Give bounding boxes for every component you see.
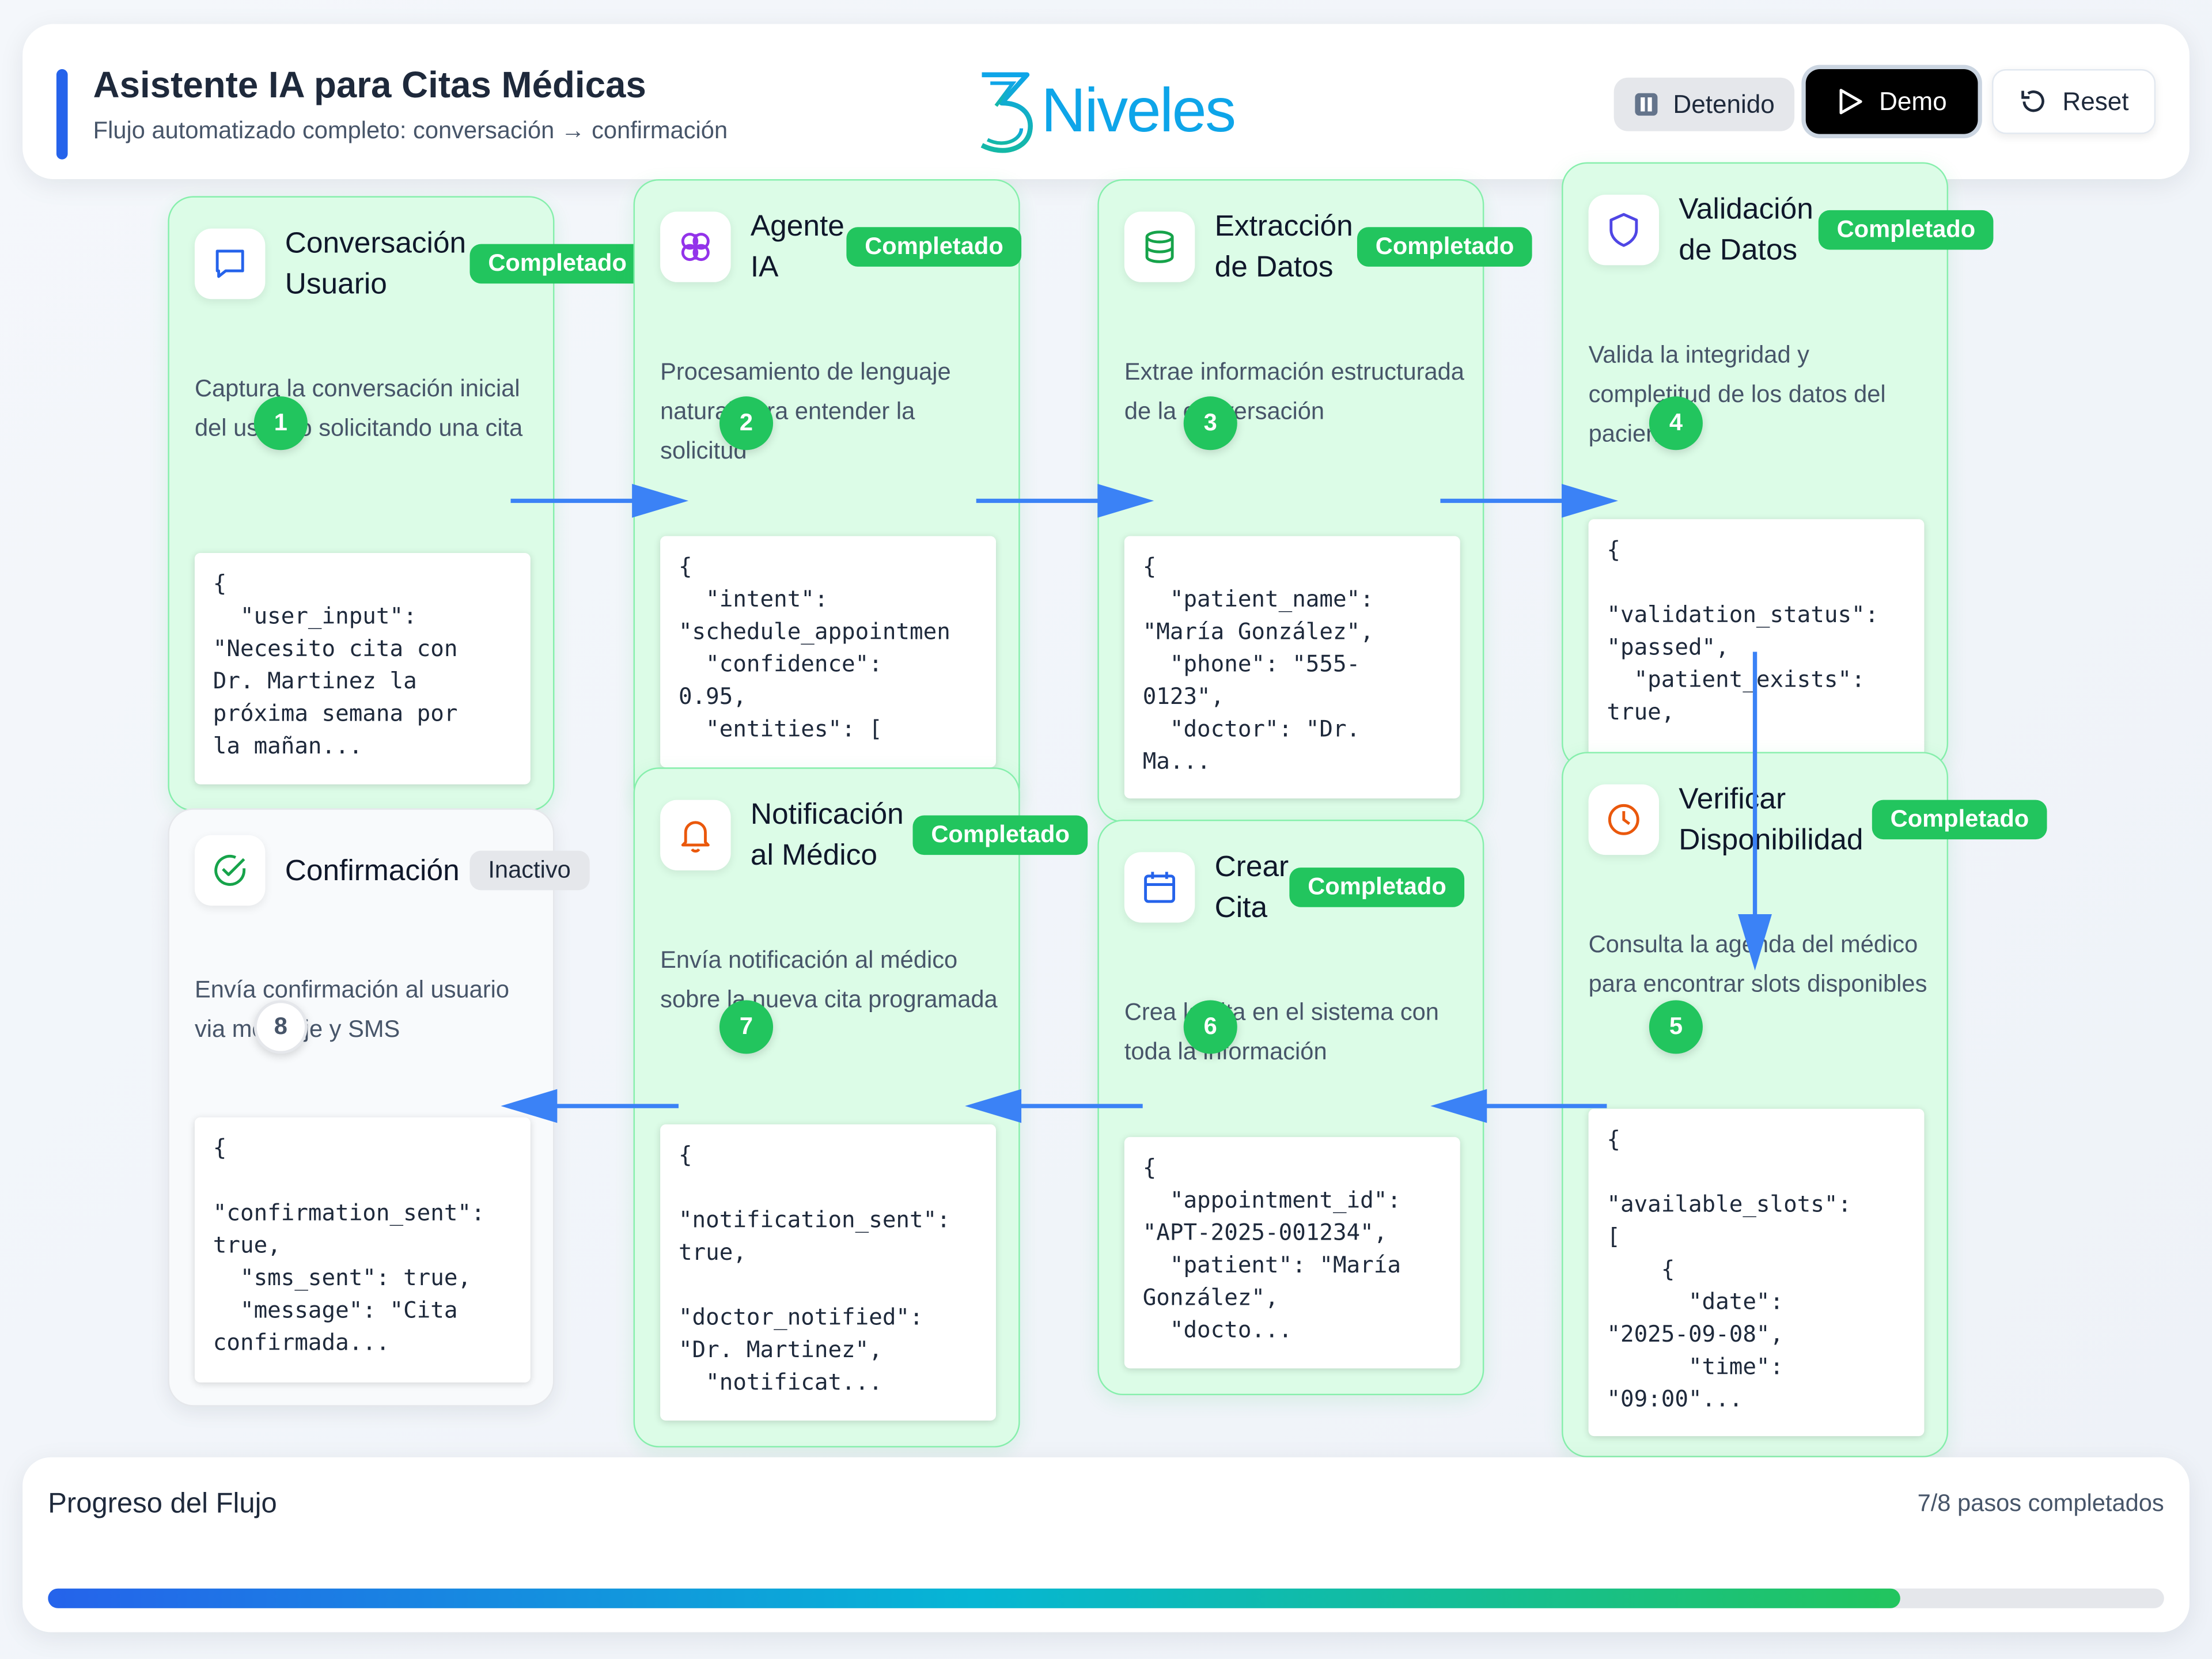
demo-label: Demo (1879, 86, 1947, 115)
step-card-agente-ia[interactable]: Agente IA Completado Procesamiento de le… (633, 179, 1022, 812)
bell-icon (660, 800, 731, 871)
brain-icon (660, 211, 731, 282)
json-preview: { "confirmation_sent": true, "sms_sent":… (194, 1117, 531, 1383)
status-badge: Completado (912, 815, 1088, 855)
step-title: Conversación Usuario (285, 227, 467, 301)
status-badge: Inactivo (469, 850, 589, 891)
progress-title: Progreso del Flujo (48, 1488, 277, 1520)
step-card-confirmacion[interactable]: Confirmación Inactivo Envía confirmación… (168, 808, 589, 1407)
step-title: Notificación al Médico (750, 798, 904, 872)
status-badge: Completado (1872, 800, 2048, 840)
status-badge: Completado (469, 244, 645, 284)
status-badge: Completado (1818, 210, 1994, 250)
accent-bar (56, 69, 68, 160)
json-preview: { "notification_sent": true, "doctor_not… (660, 1124, 996, 1421)
step-description: Envía notificación al médico sobre la nu… (660, 946, 998, 1013)
step-card-conversacion[interactable]: Conversación Usuario Completado Captura … (168, 196, 645, 812)
app-title: Asistente IA para Citas Médicas (93, 63, 646, 106)
step-number-6: 6 (1183, 1000, 1237, 1054)
status-badge[interactable]: Detenido (1613, 77, 1795, 131)
step-number-5: 5 (1649, 1000, 1703, 1054)
step-card-crear-cita[interactable]: Crear Cita Completado Crea la cita en el… (1097, 819, 1484, 1396)
status-badge: Completado (846, 227, 1022, 267)
step-description: Captura la conversación inicial del usua… (194, 375, 523, 442)
step-number-4: 4 (1649, 396, 1703, 450)
json-preview: { "intent": "schedule_appointmen "confid… (660, 536, 996, 768)
progress-fill (48, 1588, 1900, 1608)
logo-text: Niveles (1041, 76, 1236, 146)
calendar-icon (1124, 852, 1195, 923)
chat-icon (194, 228, 266, 300)
step-title: Verificar Disponibilidad (1679, 783, 1863, 857)
clock-icon (1588, 784, 1660, 855)
step-number-3: 3 (1183, 396, 1237, 450)
step-title: Confirmación (285, 855, 460, 888)
database-icon (1124, 211, 1195, 282)
step-number-1: 1 (253, 396, 308, 450)
step-number-7: 7 (719, 1000, 774, 1054)
header: Asistente IA para Citas Médicas Flujo au… (22, 24, 2190, 180)
reset-label: Reset (2062, 86, 2129, 115)
step-number-2: 2 (719, 396, 774, 450)
reset-button[interactable]: Reset (1991, 69, 2156, 134)
json-preview: { "user_input": "Necesito cita con Dr. M… (194, 553, 531, 785)
app-subtitle: Flujo automatizado completo: conversació… (93, 117, 728, 144)
demo-button[interactable]: Demo (1805, 69, 1978, 134)
json-preview: { "available_slots": [ { "date": "2025-0… (1588, 1108, 1925, 1437)
step-title: Extracción de Datos (1214, 210, 1353, 284)
shield-icon (1588, 194, 1660, 266)
check-circle-icon (194, 835, 266, 906)
json-preview: { "patient_name": "María González", "pho… (1124, 536, 1460, 799)
status-badge: Completado (1289, 868, 1465, 907)
step-number-8: 8 (253, 1000, 308, 1054)
reset-icon (2021, 90, 2044, 112)
status-label: Detenido (1673, 89, 1775, 118)
progress-panel: Progreso del Flujo 7/8 pasos completados (22, 1457, 2190, 1633)
progress-count: 7/8 pasos completados (1917, 1490, 2164, 1517)
status-badge: Completado (1357, 227, 1533, 267)
step-card-disponibilidad[interactable]: Verificar Disponibilidad Completado Cons… (1562, 752, 2048, 1457)
logo: Niveles (976, 55, 1236, 168)
json-preview: { "appointment_id": "APT-2025-001234", "… (1124, 1137, 1460, 1369)
pause-icon (1635, 93, 1658, 116)
step-title: Agente IA (750, 210, 844, 284)
progress-track (48, 1588, 2164, 1608)
step-title: Crear Cita (1214, 850, 1289, 925)
play-icon (1839, 89, 1862, 115)
step-card-extraccion[interactable]: Extracción de Datos Completado Extrae in… (1097, 179, 1533, 823)
step-title: Validación de Datos (1679, 193, 1813, 267)
step-card-notificacion[interactable]: Notificación al Médico Completado Envía … (633, 767, 1088, 1448)
logo-three-icon (980, 72, 1033, 153)
